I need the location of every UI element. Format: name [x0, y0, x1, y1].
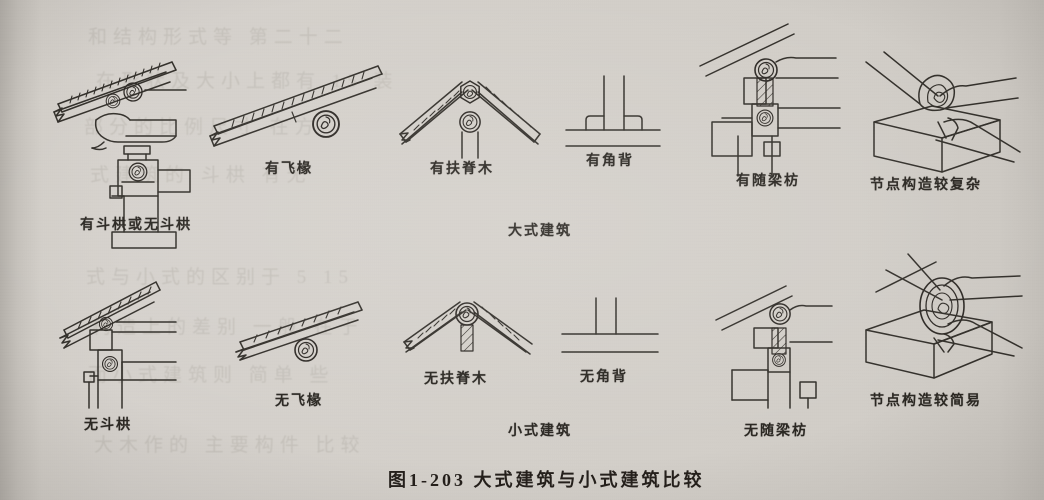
figure-item-label: 有扶脊木 [430, 162, 494, 177]
drawing-no-flying-rafter-section [235, 301, 363, 362]
ghost-text-line: 式与小式的区别于 5 15 [86, 267, 355, 288]
ghost-text-line: 和结构形式等 第二十二 [88, 27, 349, 48]
drawing-no-corner-backing-block-section [561, 297, 659, 353]
figure-item-label: 节点构造较简易 [870, 394, 982, 409]
figure-item-label: 有斗栱或无斗栱 [80, 218, 192, 233]
row-label-major-style: 大式建筑 [508, 224, 572, 239]
figure-item-label: 有角背 [586, 154, 634, 169]
figure-caption: 图1-203 大式建筑与小式建筑比较 [388, 470, 705, 490]
figure-item-label: 无斗栱 [84, 418, 132, 433]
ghost-text-line: 部分的比例尺寸 在方 [84, 117, 320, 138]
drawing-joint-detail-simple-axon [865, 253, 1023, 379]
figure-item-label: 无扶脊木 [424, 372, 488, 387]
figure-item-label: 有飞椽 [265, 162, 313, 177]
ghost-text-line: 大木作的 主要构件 比较 [94, 435, 366, 456]
ghost-text-line: 构造上的差别 一般 在于 [92, 317, 364, 338]
drawing-flying-rafter-section [209, 65, 383, 147]
figure-item-label: 节点构造较复杂 [870, 178, 982, 193]
drawing-no-ridge-support-timber-section [403, 301, 533, 355]
figure-item-label: 无飞椽 [275, 394, 323, 409]
drawing-eave-no-bracket-set-section [59, 281, 177, 409]
drawing-joint-detail-complex-axon [865, 51, 1021, 173]
ghost-text-line: 而小式建筑则 简单 些 [88, 365, 335, 386]
drawing-ridge-support-timber-section [399, 80, 541, 159]
drawing-accompanying-beam-tie-section [699, 23, 841, 177]
ghost-text-line: 在形状及大小上都有 15 装 [96, 71, 399, 92]
figure-item-label: 无随梁枋 [744, 424, 808, 439]
drawing-corner-backing-block-section [565, 75, 661, 147]
figure-item-label: 无角背 [580, 370, 628, 385]
row-label-minor-style: 小式建筑 [508, 424, 572, 439]
drawing-no-accompanying-beam-tie-section [715, 285, 833, 409]
figure-item-label: 有随梁枋 [736, 174, 800, 189]
